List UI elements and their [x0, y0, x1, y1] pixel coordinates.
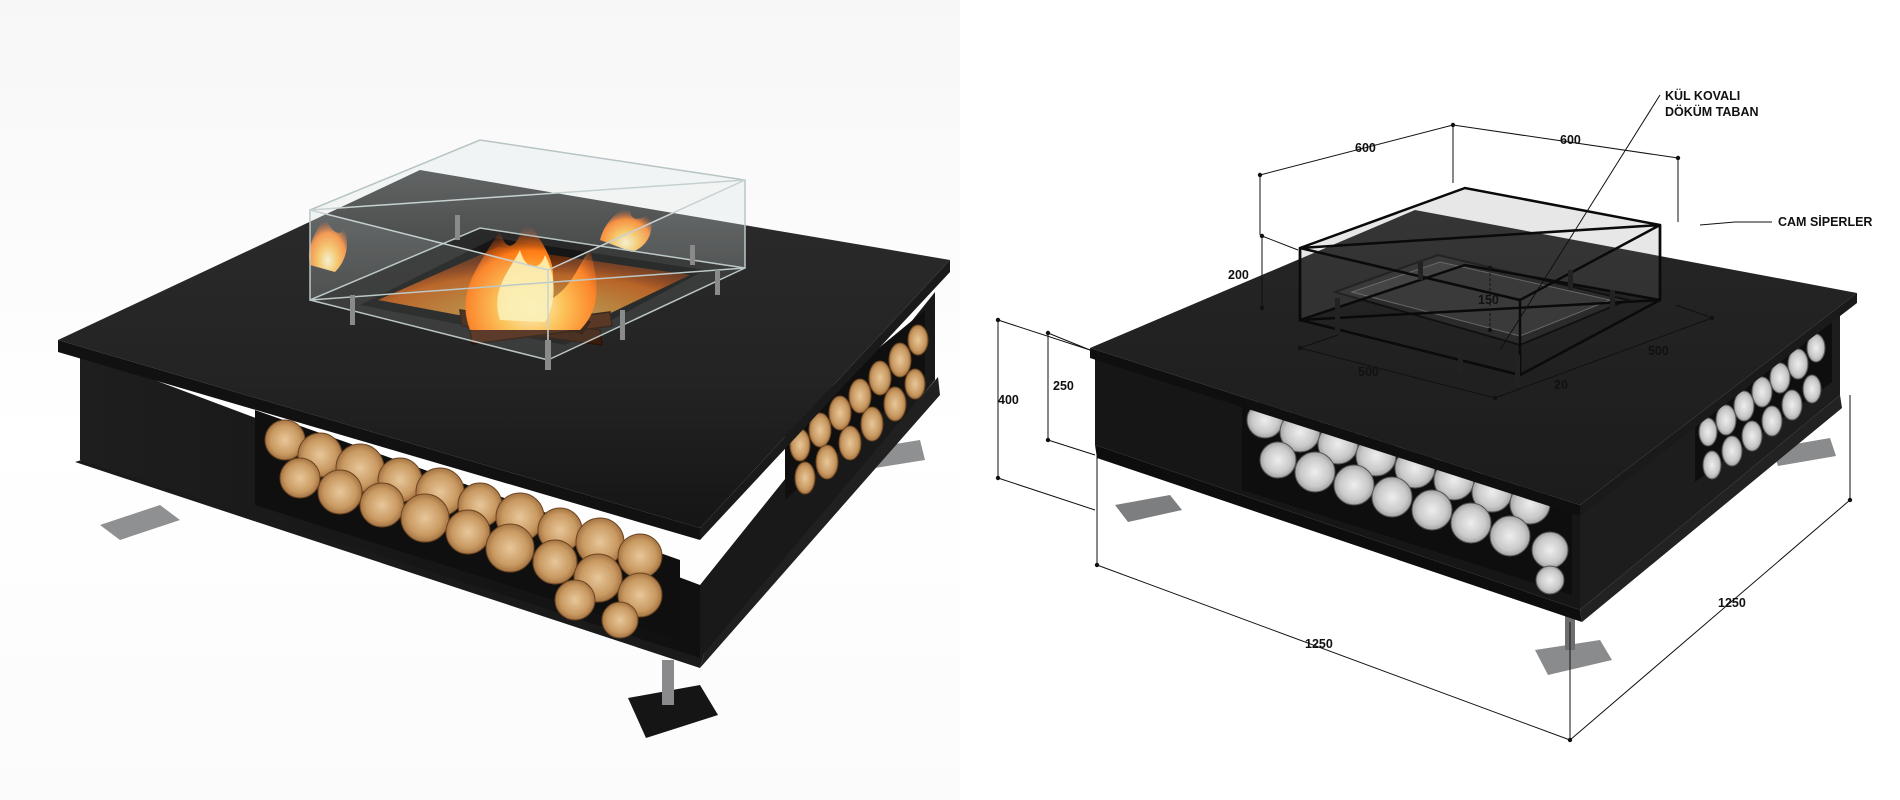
glass-screens-drawing — [1298, 186, 1662, 377]
callout-ash-line1: KÜL KOVALI — [1665, 88, 1740, 103]
dim-total-height: 400 — [998, 393, 1019, 407]
dimension-drawing: 600 600 200 150 500 500 20 400 250 1250 … — [995, 88, 1872, 743]
dimension-labels: 600 600 200 150 500 500 20 400 250 1250 … — [998, 133, 1746, 651]
dimension-lines — [997, 94, 1851, 741]
dim-burner-depth: 150 — [1478, 293, 1499, 307]
callout-glass: CAM SİPERLER — [1778, 214, 1872, 229]
render-panel — [0, 0, 960, 800]
dim-glass-width-left: 600 — [1355, 141, 1376, 155]
glass-posts-drawing — [1335, 262, 1615, 387]
glass-screens — [309, 139, 746, 370]
dimension-ticks — [995, 122, 1853, 743]
dim-length-front: 1250 — [1305, 637, 1333, 651]
dim-glass-height: 200 — [1228, 268, 1249, 282]
dim-length-side: 1250 — [1718, 596, 1746, 610]
front-wood-storage — [255, 410, 680, 640]
side-wood-drawing — [1695, 318, 1832, 482]
dim-burner-width-right: 500 — [1648, 344, 1669, 358]
front-wood-drawing — [1242, 398, 1572, 595]
dim-glass-width-right: 600 — [1560, 133, 1581, 147]
dim-burner-width-left: 500 — [1358, 365, 1379, 379]
dim-burner-margin: 20 — [1554, 378, 1568, 392]
technical-drawing-panel: 600 600 200 150 500 500 20 400 250 1250 … — [960, 0, 1900, 800]
dim-body-height: 250 — [1053, 379, 1074, 393]
table-top-drawing — [1090, 210, 1857, 505]
side-wood-storage — [785, 310, 929, 500]
fire-pit-render — [58, 139, 950, 738]
callouts: KÜL KOVALI DÖKÜM TABAN CAM SİPERLER — [1665, 88, 1872, 229]
callout-ash-line2: DÖKÜM TABAN — [1665, 104, 1759, 119]
